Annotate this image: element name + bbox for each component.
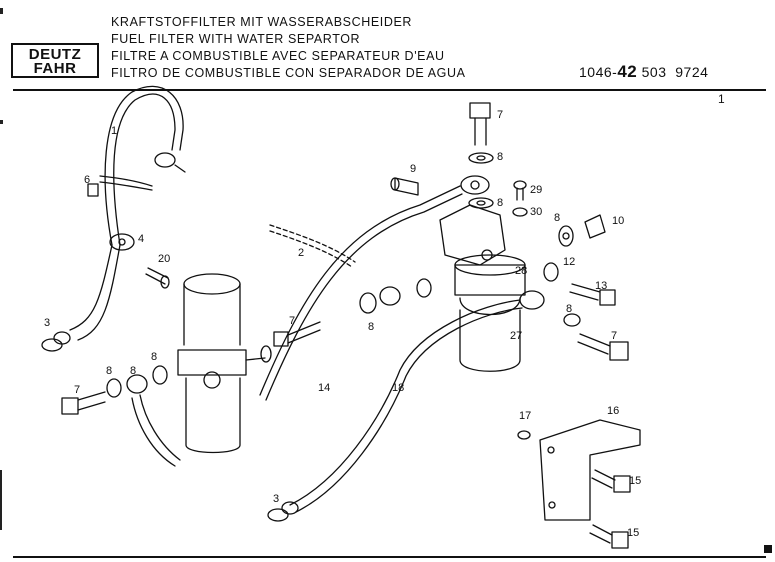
left-fitting: [61, 365, 181, 467]
callout-7: 7: [74, 384, 80, 396]
callout-8: 8: [497, 151, 503, 163]
callout-1: 1: [111, 125, 117, 137]
banjo-bolt-7-top: [468, 102, 494, 209]
callout-28: 28: [515, 265, 527, 277]
edge-mark: [0, 8, 3, 14]
sleeve-9: [390, 177, 419, 196]
washers-8-mid: [359, 278, 432, 314]
callout-labels: 1 6 4 20 3 7 8 8 2 9 7 8 8 29 30 8 10 28…: [44, 109, 641, 539]
part-number-suffix: 9724: [675, 64, 709, 80]
callout-8: 8: [566, 303, 572, 315]
callout-3: 3: [44, 317, 50, 329]
callout-8: 8: [554, 212, 560, 224]
screw-29: [512, 180, 528, 217]
callout-3: 3: [273, 493, 279, 505]
callout-17: 17: [519, 410, 531, 422]
callout-9: 9: [410, 163, 416, 175]
callout-8: 8: [368, 321, 374, 333]
callout-20: 20: [158, 253, 170, 265]
callout-13: 13: [595, 280, 607, 292]
callout-16: 16: [607, 405, 619, 417]
fuel-hose-14: [259, 175, 490, 401]
part-number-mid: 503: [641, 64, 667, 80]
deutz-fahr-logo: DEUTZ FAHR: [11, 43, 99, 78]
callout-30: 30: [530, 206, 542, 218]
callout-4: 4: [138, 233, 144, 245]
sheet-number: 1: [718, 92, 725, 106]
part-number: 1046-42 503 9724: [579, 62, 708, 82]
corner-mark: [764, 545, 772, 553]
hose-clamp-3-bottom: [267, 501, 299, 522]
logo-line-2: FAHR: [33, 60, 77, 77]
callout-15: 15: [627, 527, 639, 539]
fuel-hose-18: [289, 290, 545, 513]
hose-clamp-3: [41, 331, 71, 352]
fuel-filter-left: [177, 273, 272, 454]
callout-2: 2: [298, 247, 304, 259]
edge-mark: [0, 120, 3, 124]
callout-8: 8: [130, 365, 136, 377]
callout-7: 7: [611, 330, 617, 342]
clip-6: [87, 175, 153, 197]
callout-10: 10: [612, 215, 624, 227]
screw-20: [145, 267, 170, 289]
title-block: KRAFTSTOFFILTER MIT WASSERABSCHEIDER FUE…: [111, 14, 466, 82]
title-english: FUEL FILTER WITH WATER SEPARTOR: [111, 32, 361, 46]
callout-15: 15: [629, 475, 641, 487]
plug-10: [558, 214, 606, 247]
pipe-2: [269, 224, 356, 268]
title-spanish: FILTRO DE COMBUSTIBLE CON SEPARADOR DE A…: [111, 66, 466, 80]
part-number-main: 42: [617, 62, 638, 81]
callout-8: 8: [151, 351, 157, 363]
callout-7: 7: [497, 109, 503, 121]
footer-rule: [13, 556, 766, 558]
callout-7: 7: [289, 315, 295, 327]
filter-head: [439, 204, 526, 372]
title-french: FILTRE A COMBUSTIBLE AVEC SEPARATEUR D'E…: [111, 49, 445, 63]
clamp-4: [109, 233, 135, 251]
banjo-bolt-7-right: [563, 313, 629, 361]
header-rule: [13, 89, 766, 91]
title-german: KRAFTSTOFFILTER MIT WASSERABSCHEIDER: [111, 15, 413, 29]
fuel-hose-1: [69, 85, 186, 341]
callout-27: 27: [510, 330, 522, 342]
bracket-16: [517, 419, 641, 549]
logo-line-1: DEUTZ: [28, 46, 82, 63]
bolt-13: [543, 262, 616, 306]
callout-29: 29: [530, 184, 542, 196]
callout-8: 8: [106, 365, 112, 377]
callout-8: 8: [497, 197, 503, 209]
callout-14: 14: [318, 382, 330, 394]
callout-6: 6: [84, 174, 90, 186]
callout-12: 12: [563, 256, 575, 268]
edge-mark: [0, 470, 2, 530]
callout-18: 18: [392, 382, 404, 394]
part-number-prefix: 1046-: [579, 64, 618, 80]
